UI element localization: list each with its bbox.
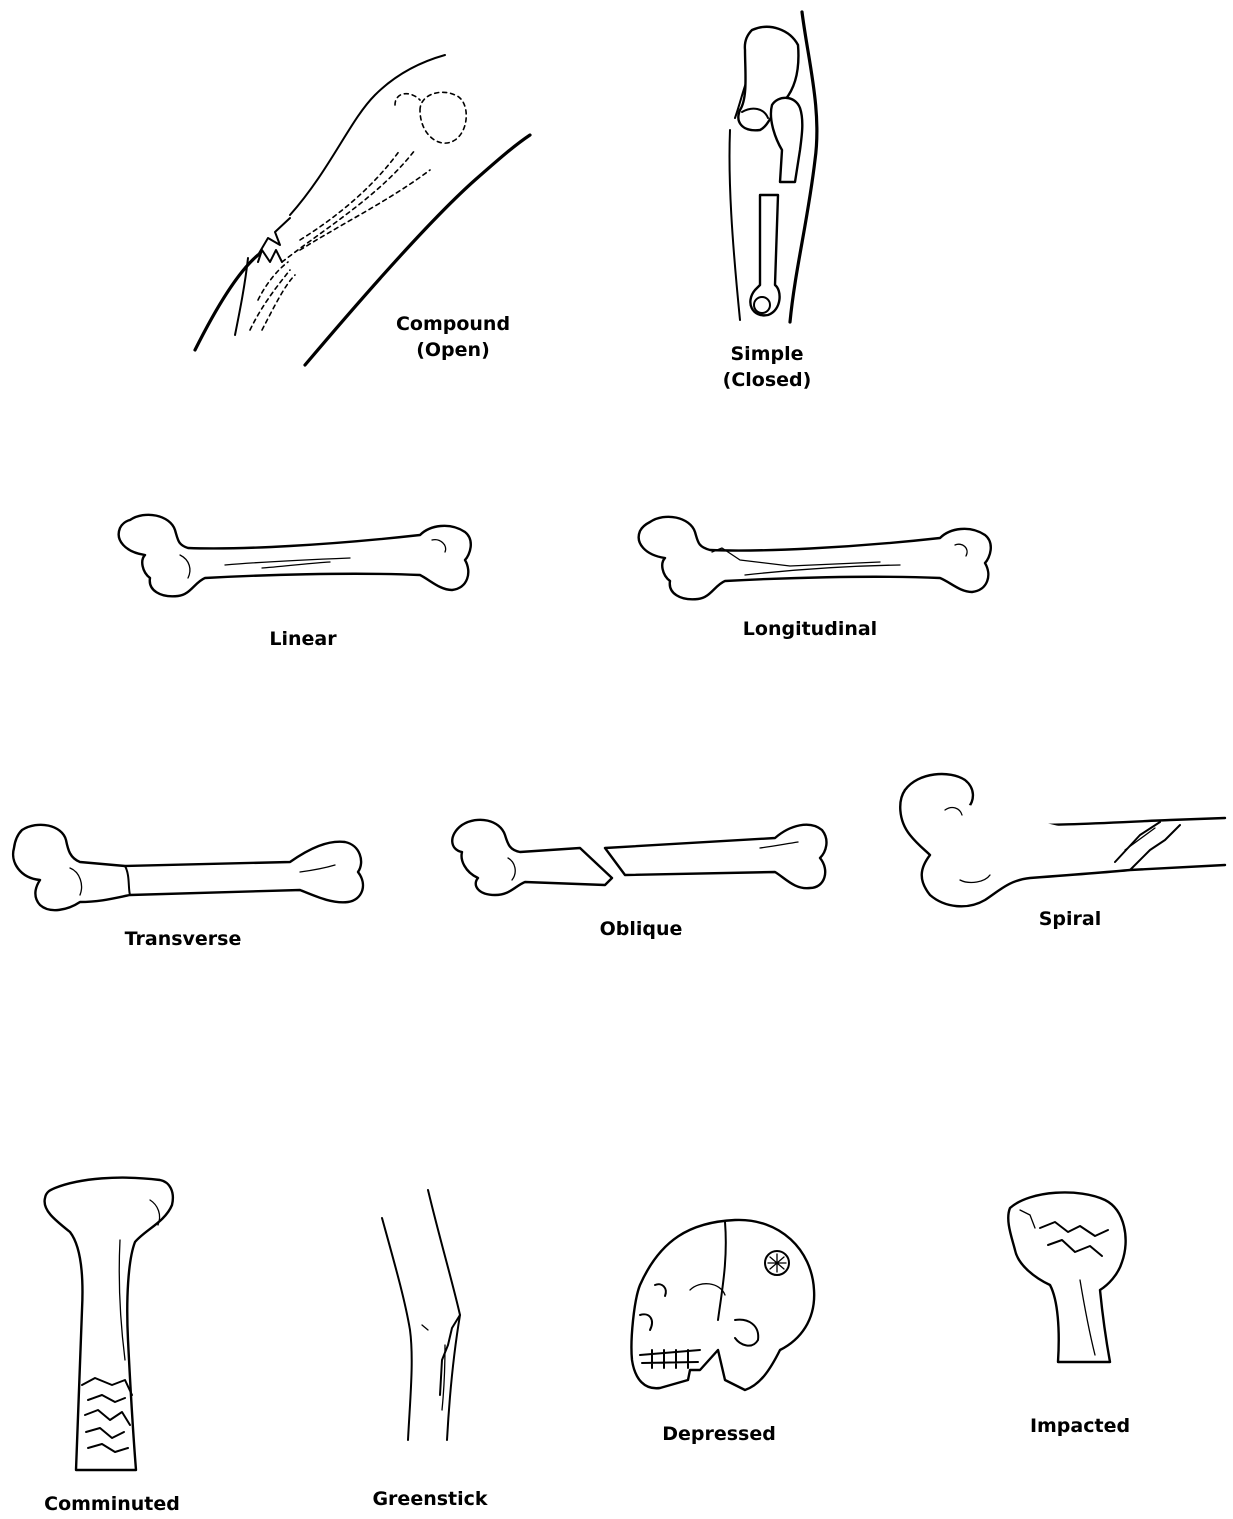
depressed-label: Depressed (662, 1422, 776, 1448)
impacted-label: Impacted (1030, 1414, 1130, 1440)
comminuted-label: Comminuted (44, 1492, 180, 1518)
greenstick-label: Greenstick (372, 1487, 487, 1513)
